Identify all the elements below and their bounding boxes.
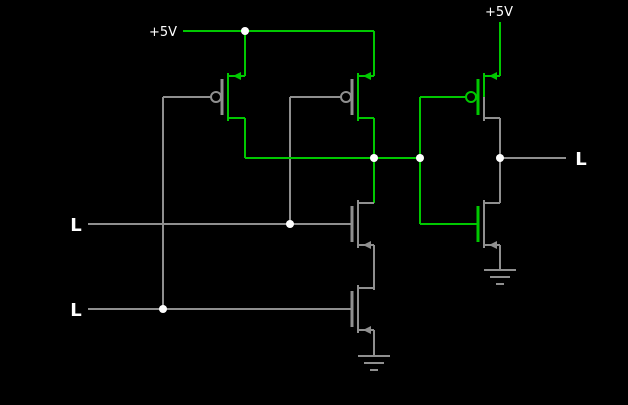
ground-symbol-inverter[interactable] (484, 269, 516, 285)
source-arrow-icon (363, 241, 371, 249)
junction-dot (159, 305, 167, 313)
nmos-transistor-lower[interactable] (350, 285, 375, 356)
vdd-right-label[interactable]: +5V (485, 5, 513, 20)
gate-bubble-icon (340, 91, 352, 103)
source-arrow-icon (233, 72, 241, 80)
pmos-transistor-left[interactable] (210, 31, 246, 158)
source-arrow-icon (489, 241, 497, 249)
logic-input-b[interactable]: L (70, 300, 81, 321)
junction-dot (496, 154, 504, 162)
junction-dot (416, 154, 424, 162)
pmos-transistor-right[interactable] (340, 31, 375, 158)
nmos-transistor-upper[interactable] (350, 158, 375, 290)
gate-bubble-icon (465, 91, 477, 103)
junction-dot (241, 27, 249, 35)
gate-bubble-icon (210, 91, 222, 103)
nmos-transistor-inverter[interactable] (476, 158, 501, 270)
source-arrow-icon (363, 72, 371, 80)
pmos-transistor-inverter[interactable] (465, 22, 501, 158)
source-arrow-icon (363, 326, 371, 334)
junction-dot (370, 154, 378, 162)
vdd-left-label[interactable]: +5V (149, 25, 177, 40)
ground-symbol-nand[interactable] (358, 355, 390, 371)
logic-output[interactable]: L (575, 149, 586, 170)
junction-dot (286, 220, 294, 228)
source-arrow-icon (489, 72, 497, 80)
logic-input-a[interactable]: L (70, 215, 81, 236)
